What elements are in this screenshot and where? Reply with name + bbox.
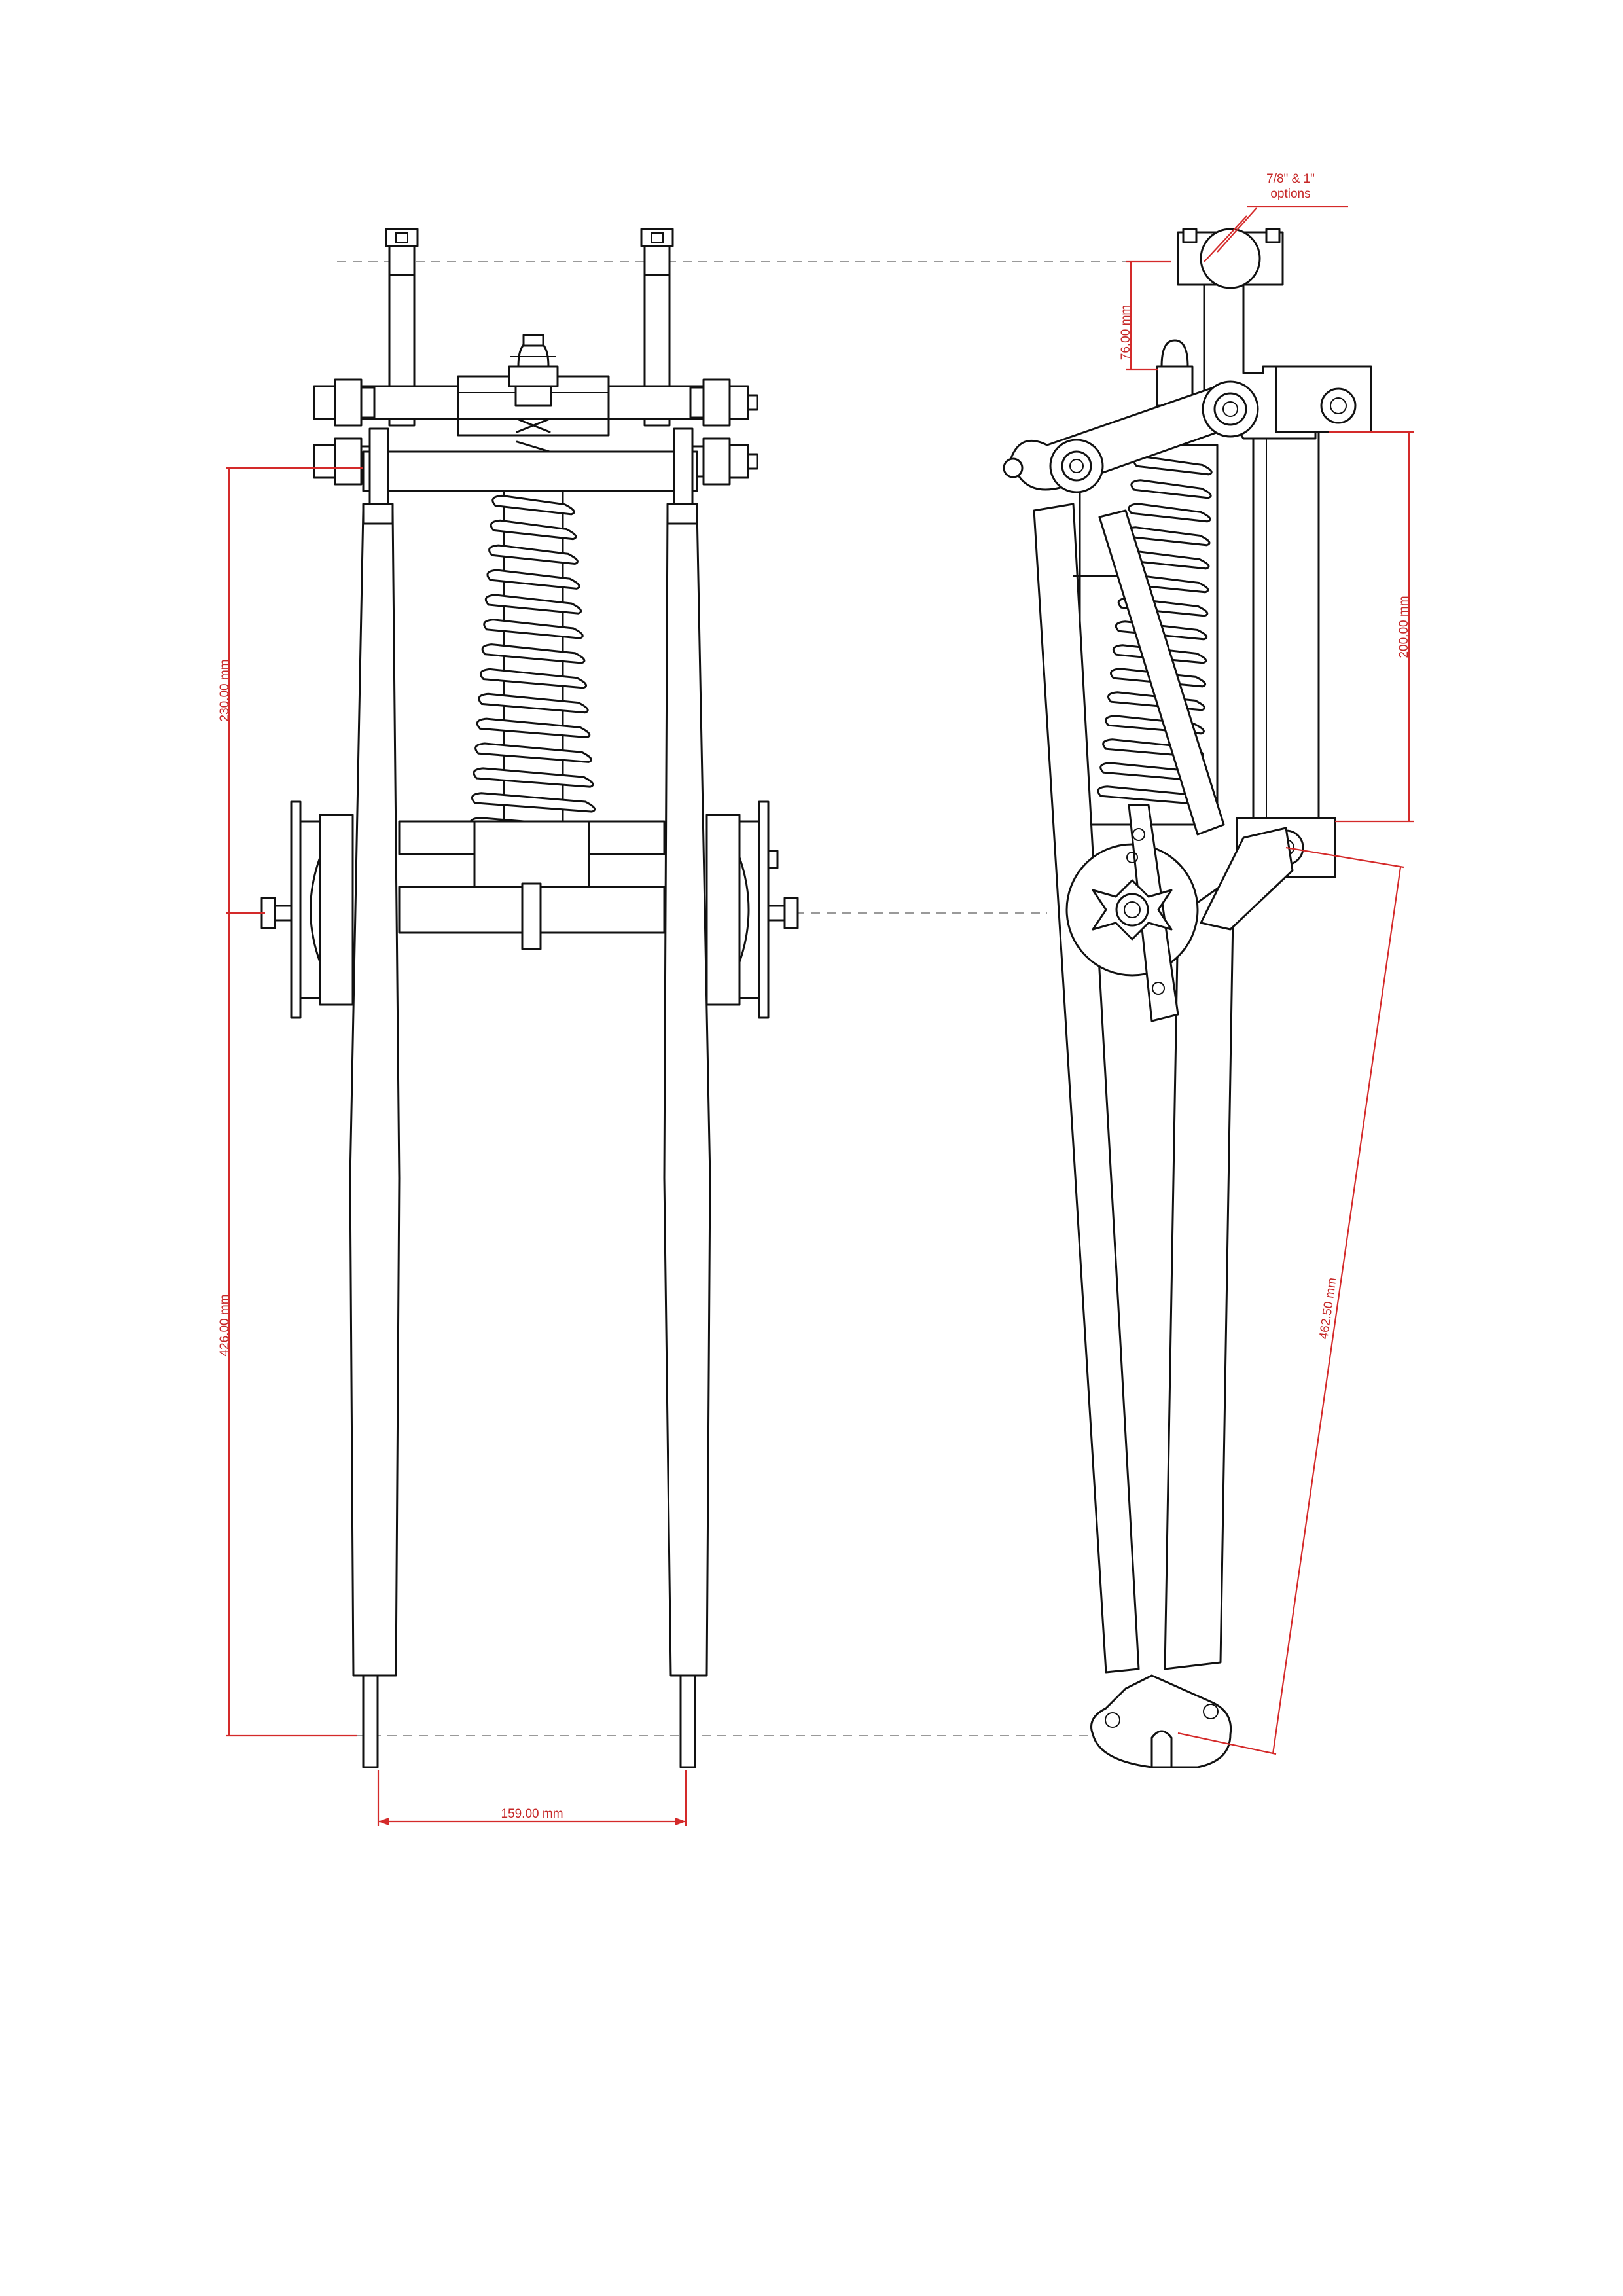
spring-coil bbox=[471, 792, 596, 813]
dimension-76: 76.00 mm bbox=[1119, 260, 1171, 371]
side-hub bbox=[1065, 804, 1294, 1022]
spring-coil bbox=[484, 594, 582, 615]
dimension-200: 200.00 mm bbox=[1329, 431, 1414, 823]
spring-coil bbox=[481, 643, 586, 664]
front-view bbox=[260, 228, 799, 1768]
dimension-label-76: 76.00 mm bbox=[1119, 305, 1133, 360]
steerer-clamp bbox=[1177, 228, 1372, 440]
dropout bbox=[1090, 1674, 1232, 1768]
side-fork-leg-front bbox=[1033, 503, 1140, 1674]
hub-right bbox=[705, 800, 799, 1019]
dimension-426: 426.00 mm bbox=[218, 913, 357, 1737]
front-spring-coils bbox=[469, 494, 597, 838]
spring-coil bbox=[483, 619, 584, 639]
spring-coil bbox=[473, 767, 594, 788]
reference-lines bbox=[337, 261, 1165, 1736]
rocker-link bbox=[1003, 380, 1259, 493]
dimension-label-200: 200.00 mm bbox=[1397, 596, 1411, 658]
bar-clamp-note-line1: 7/8" & 1" bbox=[1266, 172, 1315, 186]
spring-coil bbox=[1130, 479, 1212, 499]
bar-clamp-note: 7/8" & 1" options bbox=[1204, 172, 1348, 262]
lower-bridge bbox=[398, 820, 666, 950]
spring-coil bbox=[491, 494, 575, 516]
side-shock-top bbox=[1156, 339, 1194, 407]
hub-left bbox=[260, 800, 354, 1019]
spring-coil bbox=[474, 742, 592, 763]
dimension-159: 159.00 mm bbox=[377, 1770, 687, 1826]
spring-coil bbox=[1128, 503, 1211, 523]
spring-coil bbox=[476, 717, 591, 739]
dimension-230: 230.00 mm bbox=[218, 467, 363, 914]
side-view bbox=[1003, 228, 1372, 1768]
spring-coil bbox=[490, 519, 577, 541]
dimension-label-159: 159.00 mm bbox=[501, 1807, 563, 1821]
spring-coil bbox=[488, 544, 579, 565]
shock-top-fitting bbox=[508, 334, 559, 453]
fork-leg-right bbox=[663, 503, 711, 1768]
dimension-label-426: 426.00 mm bbox=[218, 1294, 232, 1356]
fork-leg-left bbox=[349, 503, 401, 1768]
bar-clamp-note-line2: options bbox=[1270, 187, 1310, 201]
spring-coil bbox=[478, 692, 589, 714]
dimension-label-230: 230.00 mm bbox=[218, 659, 232, 721]
diagonal-strut bbox=[1098, 509, 1225, 836]
dimension-label-462: 462.50 mm bbox=[1317, 1277, 1339, 1340]
head-tube bbox=[1236, 411, 1336, 878]
spring-coil bbox=[486, 569, 580, 590]
spring-coil bbox=[479, 668, 587, 689]
